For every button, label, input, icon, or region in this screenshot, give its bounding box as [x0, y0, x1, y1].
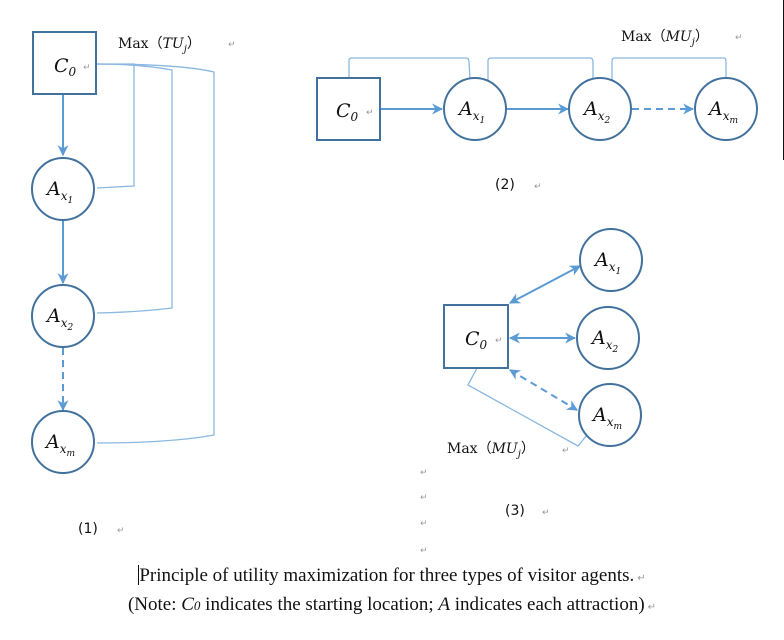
connector-c0-axm [96, 63, 215, 444]
connector-c0-ax1 [96, 63, 135, 189]
start-node-c0 [316, 77, 381, 141]
attraction-node-ax1 [443, 77, 507, 141]
paragraph-mark: ↵ [542, 508, 550, 518]
paragraph-mark: ↵ [420, 546, 428, 556]
attraction-node-label: Ax1 [45, 178, 73, 206]
figure-caption-line-2: (Note: C0 indicates the starting locatio… [0, 594, 784, 616]
attraction-node-label: Axm [707, 98, 738, 126]
caption-note-suffix: indicates each attraction) [450, 594, 645, 615]
attraction-node-label: Ax2 [582, 98, 611, 126]
caption-c-subscript: 0 [193, 598, 201, 613]
caption-note-prefix: (Note: [127, 594, 182, 615]
start-node-c0 [443, 304, 509, 369]
connector-c0-ax1 [348, 57, 471, 80]
caption-title: Principle of utility maximization for th… [139, 565, 635, 586]
paragraph-mark: ↵ [366, 108, 374, 118]
start-node-label: C0 [336, 100, 359, 124]
paragraph-mark: ↵ [117, 526, 125, 536]
paragraph-mark: ↵ [420, 468, 428, 478]
connector-ax1-ax2 [487, 57, 594, 80]
caption-c-symbol: C [181, 594, 194, 615]
attraction-node-ax1 [579, 228, 643, 292]
connector-c0-axm [467, 367, 588, 447]
paragraph-mark: ↵ [735, 33, 743, 43]
max-mu-label: Max（MUj） [621, 29, 709, 48]
panel-label-3: (3) [505, 503, 525, 519]
text-cursor [138, 565, 140, 585]
paragraph-mark: ↵ [534, 182, 542, 192]
paragraph-mark: ↵ [228, 40, 236, 50]
panel-label-1: (1) [78, 521, 98, 537]
start-node-label: C0 [54, 55, 77, 79]
attraction-node-axm [31, 410, 95, 474]
paragraph-mark: ↵ [495, 336, 503, 346]
attraction-node-ax2 [568, 77, 632, 141]
attraction-node-label: Ax1 [457, 98, 485, 126]
panel-3: C0 ↵ Ax1 Ax2 Axm Max（MUj） ↵ (3) ↵ ↵ ↵ ↵ … [420, 228, 643, 556]
panel-1: C0 ↵ Ax1 Ax2 Axm Max（TUj） ↵ (1) ↵ [31, 31, 236, 537]
paragraph-mark: ↵ [420, 519, 428, 529]
panel-label-2: (2) [495, 177, 515, 193]
attraction-node-label: Axm [44, 431, 75, 459]
attraction-node-label: Ax2 [45, 305, 74, 333]
connector-ax2-axm [611, 57, 727, 80]
attraction-node-label: Axm [591, 404, 622, 432]
start-node-c0 [32, 31, 97, 95]
paragraph-mark: ↵ [83, 63, 91, 73]
paragraph-mark: ↵ [420, 493, 428, 503]
caption-note-mid: indicates the starting location; [200, 594, 439, 615]
attraction-node-label: Ax1 [593, 249, 621, 277]
attraction-node-ax2 [31, 284, 95, 348]
caption-a-symbol: A [438, 594, 450, 615]
attraction-node-axm [694, 77, 758, 141]
figure-caption-line-1: Principle of utility maximization for th… [0, 565, 784, 587]
attraction-node-label: Ax2 [590, 327, 619, 355]
max-mu-label: Max（MUj） [447, 441, 535, 460]
paragraph-mark: ↵ [647, 602, 657, 613]
start-node-label: C0 [465, 328, 488, 352]
attraction-node-ax2 [576, 306, 640, 370]
arrow-c0-axm-dashed-bidirectional [509, 369, 578, 411]
paragraph-mark: ↵ [562, 446, 570, 456]
arrow-c0-ax1-bidirectional [509, 265, 581, 304]
panel-2: C0 ↵ Ax1 Ax2 Axm Max（MUj） ↵ (2) ↵ [316, 29, 758, 193]
utility-diagram: C0 ↵ Ax1 Ax2 Axm Max（TUj） ↵ (1) ↵ C0 ↵ A… [31, 29, 758, 556]
max-tu-label: Max（TUj） [118, 36, 201, 55]
attraction-node-ax1 [31, 157, 95, 221]
paragraph-mark: ↵ [637, 573, 646, 584]
attraction-node-axm [578, 383, 642, 447]
